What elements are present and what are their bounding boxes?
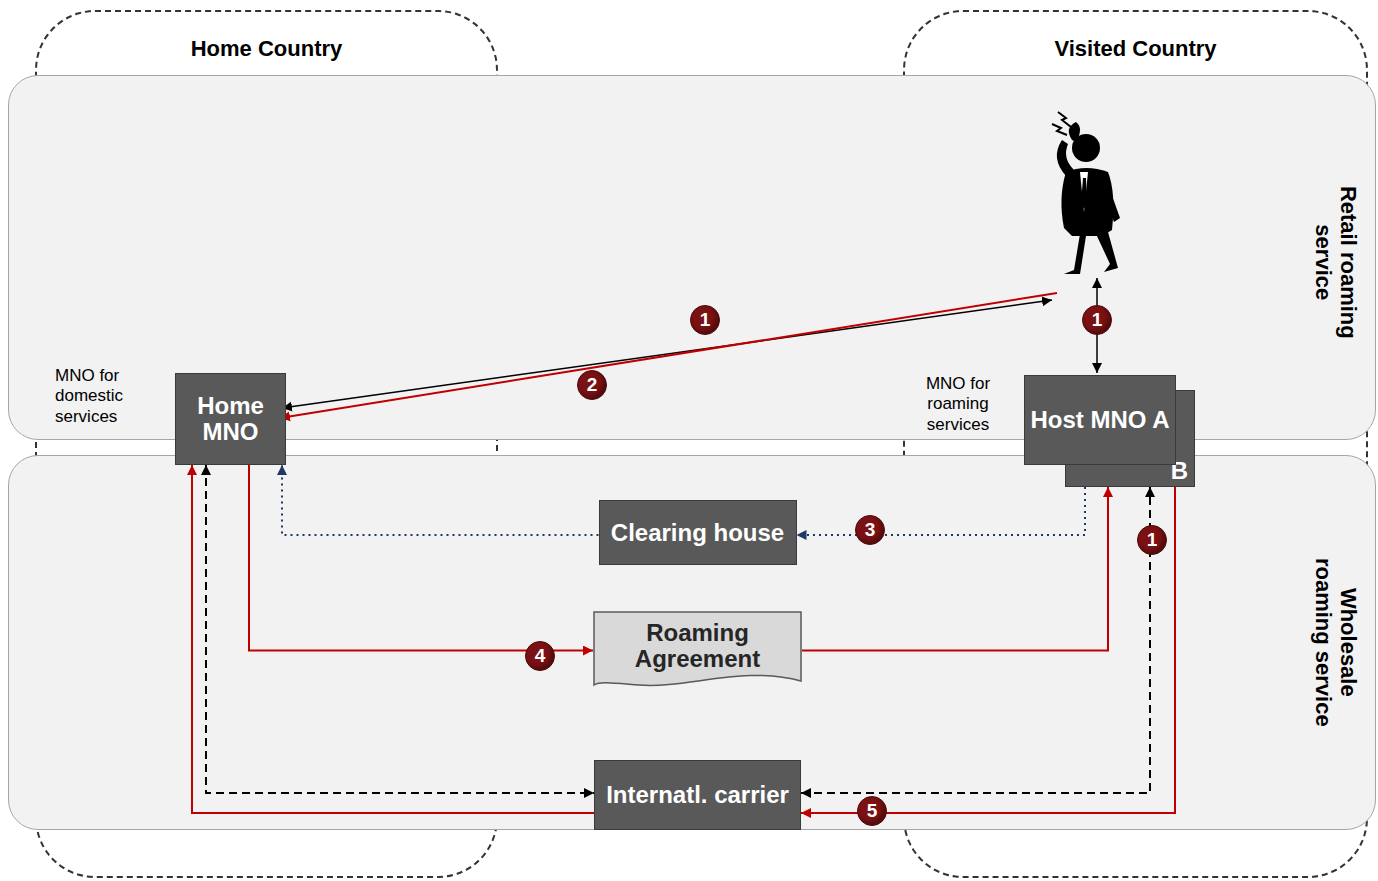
jacket [1061, 168, 1113, 236]
operator-box: Internatl. carrier [594, 760, 801, 830]
role-note: MNO for domestic services [55, 366, 163, 427]
box-label: Roaming Agreement [593, 620, 802, 672]
region-title: Home Country [37, 36, 496, 62]
callout-number: 5 [867, 800, 878, 822]
band-label: Retail roaming service [1311, 162, 1362, 362]
callout-circle: 1 [1137, 525, 1167, 555]
box-label: Host MNO A [1030, 407, 1169, 433]
region-title: Visited Country [905, 36, 1366, 62]
callout-number: 1 [700, 309, 711, 331]
box-label: Home MNO [176, 393, 285, 445]
box-label: Internatl. carrier [606, 782, 789, 808]
callout-circle: 1 [1082, 305, 1112, 335]
callout-number: 1 [1147, 529, 1158, 551]
operator-box: Clearing house [599, 500, 797, 565]
band-label: Wholesale roaming service [1311, 542, 1362, 742]
callout-circle: 5 [857, 796, 887, 826]
callout-number: 4 [535, 645, 546, 667]
box-label: Clearing house [611, 520, 784, 546]
document-shape-outline [594, 612, 801, 685]
operator-box: MNO for domestic servicesHome MNO [175, 373, 286, 465]
operator-box: MNO for roaming servicesHost MNO A [1024, 375, 1176, 465]
document-shape: Roaming Agreement [593, 611, 802, 691]
service-band: Wholesale roaming service Clearing houseR… [8, 455, 1376, 830]
callout-circle: 2 [577, 370, 607, 400]
callout-number: 2 [587, 374, 598, 396]
tie [1081, 178, 1087, 209]
callout-number: 3 [865, 519, 876, 541]
callout-circle: 4 [525, 641, 555, 671]
shirt [1080, 172, 1088, 212]
role-note: MNO for roaming services [904, 374, 1012, 435]
callout-circle: 3 [855, 515, 885, 545]
callout-circle: 1 [690, 305, 720, 335]
callout-number: 1 [1092, 309, 1103, 331]
